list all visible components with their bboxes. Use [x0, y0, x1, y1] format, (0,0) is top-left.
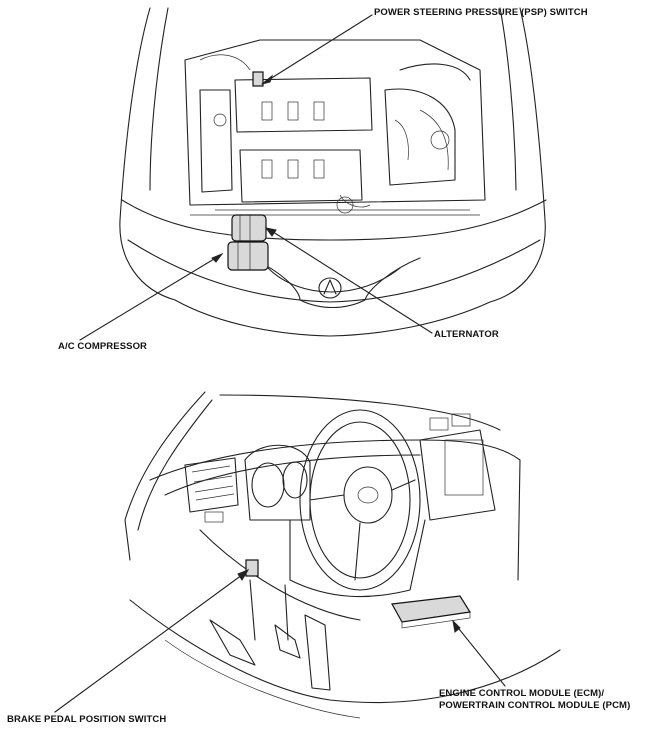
brake-switch-part [245, 559, 259, 577]
pcm-label-line2: POWERTRAIN CONTROL MODULE (PCM) [439, 700, 631, 711]
steering-wheel [299, 409, 421, 591]
ac-compressor-part [227, 241, 269, 271]
psp-switch-part [252, 71, 264, 87]
ac-compressor-leader-line [79, 255, 220, 341]
brake-switch-label: BRAKE PEDAL POSITION SWITCH [7, 714, 167, 725]
alternator-part [231, 214, 267, 242]
psp-leader-line [261, 14, 373, 85]
ecm-pcm-part [391, 595, 471, 623]
alternator-label: ALTERNATOR [434, 329, 499, 340]
alternator-leader-line [269, 229, 433, 334]
brake-switch-leader-line [54, 571, 247, 713]
ecm-leader-line [454, 623, 506, 687]
ecm-label-line1: ENGINE CONTROL MODULE (ECM)/ [439, 688, 605, 699]
psp-switch-label: POWER STEERING PRESSURE (PSP) SWITCH [374, 7, 588, 18]
ac-compressor-label: A/C COMPRESSOR [58, 341, 148, 352]
